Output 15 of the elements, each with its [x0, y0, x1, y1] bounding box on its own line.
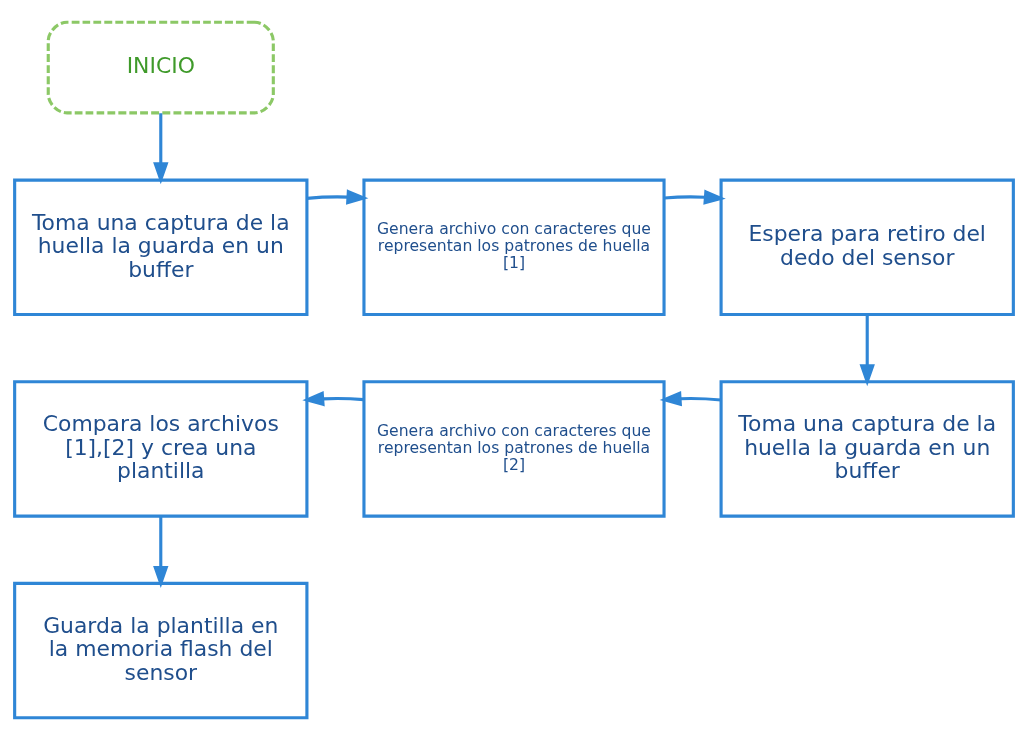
node-box: Espera para retiro del dedo del sensor	[719, 178, 1015, 317]
arrow	[302, 391, 364, 407]
node-box: Compara los archivos [1],[2] y crea una plantilla	[13, 380, 309, 518]
node-box: Genera archivo con caracteres que representan los patrones de huella [1]	[362, 178, 666, 317]
arrow	[153, 516, 169, 588]
node-box: Genera archivo con caracteres que representan los patrones de huella [2]	[362, 380, 666, 518]
node-box: Toma una captura de la huella la guarda en un buffer	[719, 380, 1015, 518]
arrow	[306, 189, 369, 205]
arrow	[664, 189, 726, 205]
arrow	[659, 390, 722, 407]
arrow	[859, 314, 875, 387]
node-box: Guarda la plantilla en la memoria flash del sensor	[13, 581, 309, 720]
node-box: Toma una captura de la huella la guarda en un buffer	[13, 178, 309, 317]
arrow	[153, 113, 169, 185]
node-box: INICIO	[46, 20, 275, 115]
